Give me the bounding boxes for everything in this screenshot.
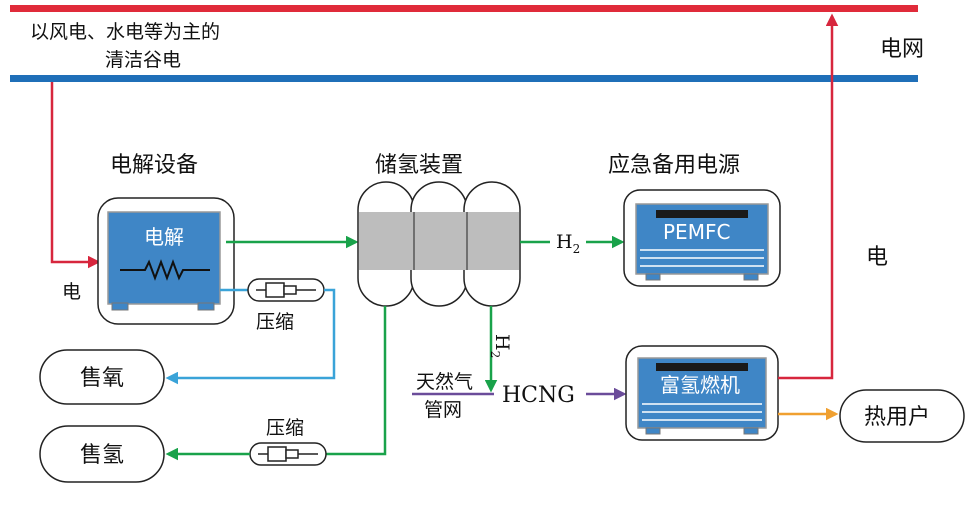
compressor-icon: [249, 442, 327, 466]
turbine-foot-left: [645, 427, 661, 435]
grid-line-blue: [10, 75, 918, 82]
storage-title: 储氢装置: [375, 153, 463, 178]
sell-oxygen-box: [39, 349, 165, 405]
electric-input-label: 电: [62, 281, 81, 303]
hcng-label: HCNG: [502, 383, 575, 408]
compressor-icon: [247, 278, 325, 302]
sell-hydrogen-label: 售氢: [80, 443, 124, 468]
electrolysis-inner-label: 电解: [144, 225, 184, 249]
heat-user-label: 热用户: [864, 405, 930, 430]
turbine-foot-right: [743, 427, 759, 435]
oxygen-to-market-arrow: [165, 288, 336, 385]
resistor-icon: [120, 259, 210, 281]
hydrogen-sale-line: [326, 306, 387, 456]
pemfc-foot-right: [743, 273, 759, 281]
sell-hydrogen-box: [39, 425, 165, 483]
turbine-slot: [656, 363, 748, 371]
clean-power-label-line2: 清洁谷电: [105, 49, 181, 71]
grid-label: 电网: [880, 37, 924, 62]
h2-vertical-label: H2: [488, 334, 513, 358]
h2-label: H2: [556, 231, 580, 256]
pemfc-foot-left: [645, 273, 661, 281]
electrolysis-foot-left: [111, 302, 129, 311]
heat-user-box: [839, 389, 965, 443]
compress-bottom-label: 压缩: [266, 417, 304, 439]
electrolysis-foot-right: [197, 302, 215, 311]
electric-output-label: 电: [866, 245, 888, 270]
turbine-label: 富氢燃机: [660, 373, 740, 397]
electric-input-arrow: [50, 82, 101, 269]
electric-output-arrow: [778, 13, 839, 380]
hydrogen-tank-icon: [357, 181, 521, 307]
backup-power-title: 应急备用电源: [608, 153, 740, 178]
natural-gas-label-line2: 管网: [424, 399, 462, 421]
natural-gas-label-line1: 天然气: [416, 371, 473, 393]
electrolysis-title: 电解设备: [110, 153, 198, 178]
sell-oxygen-label: 售氧: [80, 366, 124, 391]
pemfc-label: PEMFC: [663, 220, 730, 244]
clean-power-label-line1: 以风电、水电等为主的: [30, 21, 220, 43]
pemfc-slot: [656, 210, 748, 218]
grid-line-red: [10, 5, 918, 12]
compress-top-label: 压缩: [256, 311, 294, 333]
electrolysis-unit: [107, 211, 221, 305]
